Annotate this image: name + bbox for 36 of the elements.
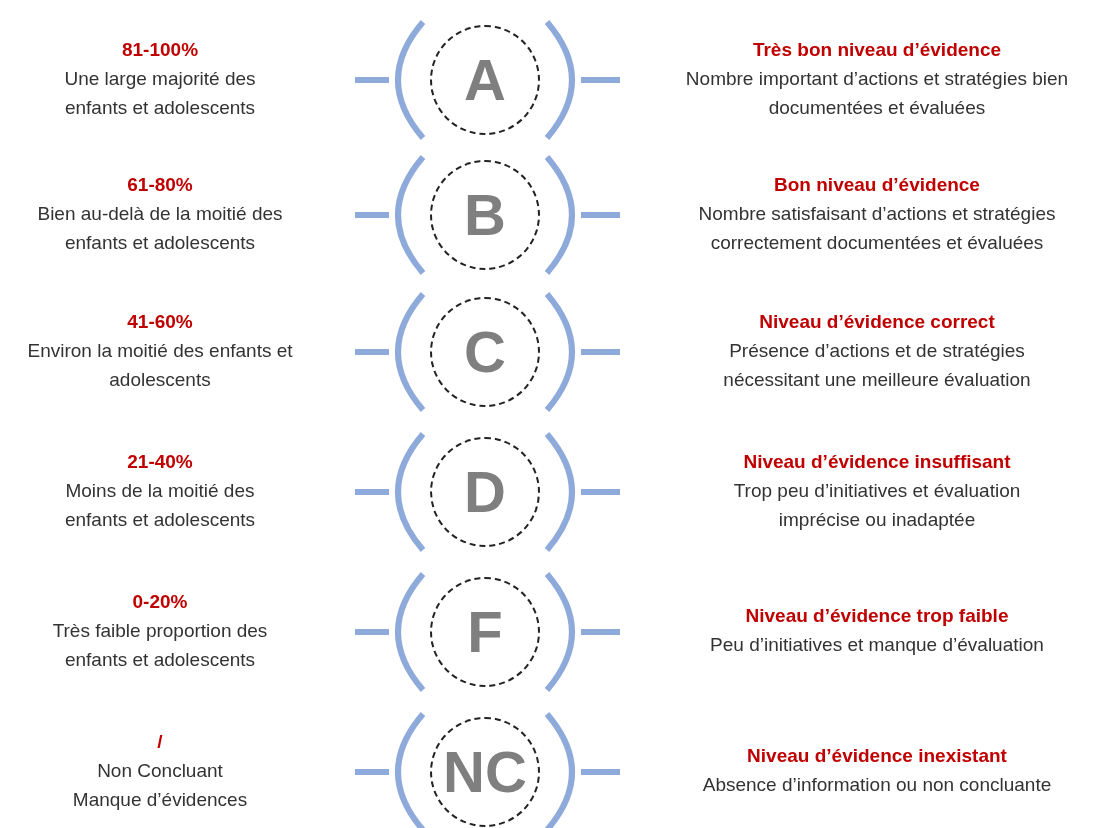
evidence-level: Niveau d’évidence trop faible xyxy=(744,604,1010,628)
evidence-level: Niveau d’évidence inexistant xyxy=(746,744,1008,768)
population-description: Non Concluant Manque d’évidences xyxy=(71,758,249,812)
evidence-description: Nombre satisfaisant d’actions et stratégies correctement documentées et évaluées xyxy=(697,201,1057,255)
grade-letter: NC xyxy=(443,743,527,801)
evidence-description: Présence d’actions et de stratégies nécessitant une meilleure évaluation xyxy=(722,338,1032,392)
percent-range: 41-60% xyxy=(126,309,194,334)
percent-range: 0-20% xyxy=(131,589,189,614)
population-description: Environ la moitié des enfants et adolescents xyxy=(26,338,294,392)
dashed-circle xyxy=(430,717,540,827)
evidence-level: Niveau d’évidence insuffisant xyxy=(742,449,1012,474)
evidence-description: Peu d’initiatives et manque d’évaluation xyxy=(709,633,1045,657)
population-description: Moins de la moitié des enfants et adolescents xyxy=(63,478,257,532)
evidence-description: Trop peu d’initiatives et évaluation imprécise ou inadaptée xyxy=(732,478,1022,532)
grade-letter: A xyxy=(464,51,506,109)
percent-range: 21-40% xyxy=(126,449,194,474)
percent-range: 81-100% xyxy=(120,37,200,62)
dashed-circle xyxy=(430,577,540,687)
dashed-circle xyxy=(430,297,540,407)
percent-range: 61-80% xyxy=(126,172,194,197)
grade-letter: B xyxy=(464,186,506,244)
evidence-level: Niveau d’évidence correct xyxy=(758,309,996,334)
evidence-level: Très bon niveau d’évidence xyxy=(751,37,1003,62)
population-description: Une large majorité des enfants et adolescents xyxy=(63,66,257,120)
evidence-description: Nombre important d’actions et stratégies bien documentées et évaluées xyxy=(684,66,1070,120)
population-description: Très faible proportion des enfants et adolescents xyxy=(51,618,269,672)
dashed-circle xyxy=(430,160,540,270)
dashed-circle xyxy=(430,25,540,135)
grade-letter: C xyxy=(464,323,506,381)
evidence-level: Bon niveau d’évidence xyxy=(773,172,981,197)
population-description: Bien au-delà de la moitié des enfants et adolescents xyxy=(36,201,284,255)
dashed-circle xyxy=(430,437,540,547)
grade-letter: F xyxy=(467,603,503,661)
percent-range: / xyxy=(156,729,164,754)
evidence-description: Absence d’information ou non concluante xyxy=(701,773,1053,797)
grade-letter: D xyxy=(464,463,506,521)
